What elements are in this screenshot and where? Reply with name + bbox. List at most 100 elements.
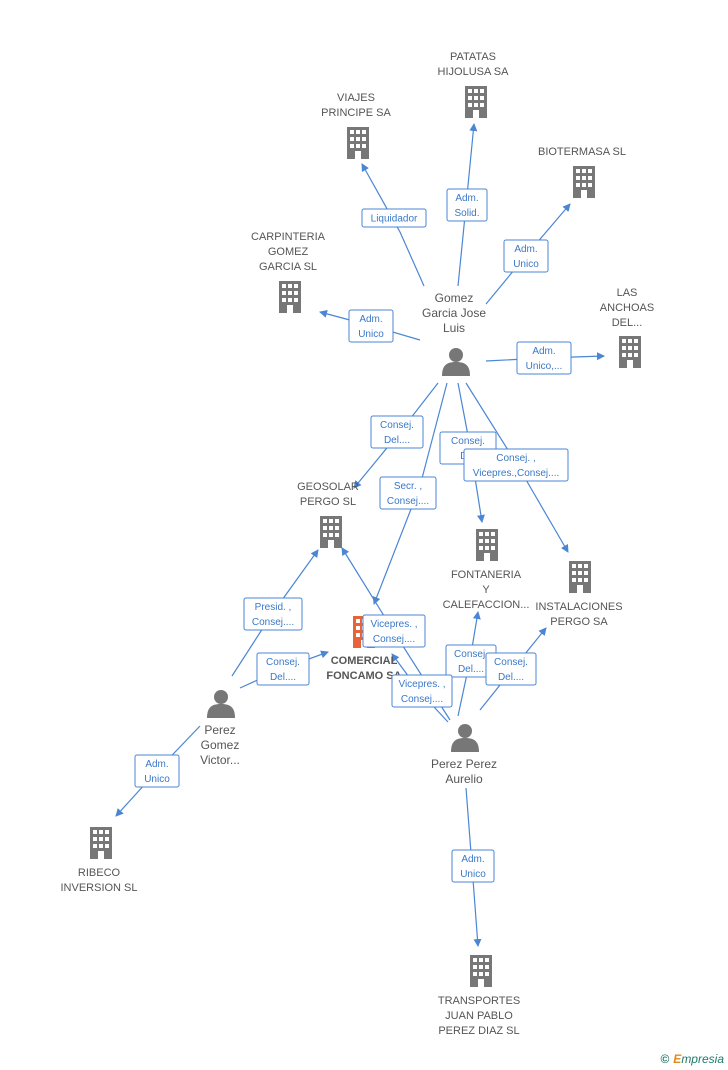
brand-watermark[interactable]: ©Empresia <box>660 1052 724 1066</box>
edge-label-text: Adm. <box>145 759 168 770</box>
node-label: Y <box>482 584 490 596</box>
edge-label-e-bio[interactable]: Adm.Unico <box>503 239 549 273</box>
node-label: PERGO SA <box>550 616 608 628</box>
edge-label-e-secr[interactable]: Secr. ,Consej.... <box>379 476 437 510</box>
nodes-layer: PATATAS HIJOLUSA SA VIAJES PRINCIPE SA BIOTE… <box>60 51 654 1037</box>
node-label: CARPINTERIA <box>251 231 326 243</box>
building-icon <box>90 827 112 859</box>
node-label: PATATAS <box>450 51 496 63</box>
brand-initial: E <box>673 1052 682 1066</box>
node-label: HIJOLUSA SA <box>438 66 510 78</box>
node-label: Victor... <box>200 753 240 767</box>
node-comercial[interactable]: COMERCIAL FONCAMO SA <box>326 616 402 682</box>
node-label: COMERCIAL <box>331 655 398 667</box>
edge-label-text: Presid. , <box>255 602 292 613</box>
node-label: PEREZ DIAZ SL <box>438 1025 519 1037</box>
person-icon <box>207 690 235 718</box>
building-icon <box>619 336 641 368</box>
building-icon <box>476 529 498 561</box>
edge-label-text: Consej.... <box>252 617 294 628</box>
node-label: CALEFACCION... <box>443 599 530 611</box>
node-viajes[interactable]: VIAJES PRINCIPE SA <box>321 92 392 159</box>
edge-label-text: Unico <box>460 869 486 880</box>
edge-label-e-ribeco[interactable]: Adm. Unico <box>134 754 180 788</box>
edge-label-e-carp[interactable]: Adm. Unico <box>348 309 394 343</box>
edge-label-text: Consej. , <box>496 453 535 464</box>
edge-label-text: Del.... <box>498 672 524 683</box>
edge-label-e-transp[interactable]: Adm. Unico <box>451 849 495 883</box>
node-label: FONCAMO SA <box>326 670 401 682</box>
edge-label-e-solid[interactable]: Adm. Solid. <box>446 188 488 222</box>
edge-label-box <box>503 239 549 273</box>
edge-label-e-com1[interactable]: Consej.Del.... <box>256 652 310 686</box>
edge-label-text: Unico,... <box>526 361 563 372</box>
edge-label-e-inst1[interactable]: Consej. ,Vicepres.,Consej.... <box>463 448 569 482</box>
edge-label-text: Adm. <box>455 193 478 204</box>
edge-label-text: Del.... <box>458 664 484 675</box>
edge-label-e-anch[interactable]: Adm. Unico,... <box>516 341 572 375</box>
edge-label-text: Adm. <box>461 854 484 865</box>
node-label: Luis <box>443 321 465 335</box>
person-icon <box>442 348 470 376</box>
edge-label-box <box>361 208 427 228</box>
edge-line-e-liquidador <box>361 163 425 287</box>
edge-label-text: Consej.... <box>401 694 443 705</box>
edge-label-e-inst2[interactable]: Consej. Del.... <box>485 652 537 686</box>
edge-label-text: Vicepres. , <box>370 619 417 630</box>
node-label: GARCIA SL <box>259 261 317 273</box>
edge-label-text: Del.... <box>270 672 296 683</box>
edge-label-text: Adm. <box>532 346 555 357</box>
edge-label-box <box>370 415 424 449</box>
node-label: VIAJES <box>337 92 375 104</box>
node-perezgomez[interactable]: PerezGomezVictor... <box>200 690 240 767</box>
edge-label-text: Unico <box>513 259 539 270</box>
node-label: Perez Perez <box>431 757 497 771</box>
node-patatas[interactable]: PATATAS HIJOLUSA SA <box>438 51 510 118</box>
node-label: FONTANERIA <box>451 569 522 581</box>
edge-label-box <box>451 849 495 883</box>
edge-label-box <box>134 754 180 788</box>
edge-label-text: Solid. <box>454 208 479 219</box>
node-label: ANCHOAS <box>600 302 654 314</box>
edge-label-box <box>243 597 303 631</box>
edge-label-text: Consej. <box>494 657 528 668</box>
edge-label-e-com2[interactable]: Vicepres. , Consej.... <box>391 674 453 708</box>
building-icon <box>320 516 342 548</box>
edge-label-text: Vicepres. , <box>398 679 445 690</box>
building-icon <box>279 281 301 313</box>
person-icon <box>451 724 479 752</box>
edge-label-text: Consej.... <box>373 634 415 645</box>
edge-label-text: Adm. <box>359 314 382 325</box>
edge-label-text: Unico <box>144 774 170 785</box>
node-fontaneria[interactable]: FONTANERIA Y CALEFACCION... <box>443 529 530 611</box>
edge-label-text: Unico <box>358 329 384 340</box>
node-label: Garcia Jose <box>422 306 486 320</box>
node-anchoas[interactable]: LASANCHOASDEL... <box>600 287 654 368</box>
building-icon <box>347 127 369 159</box>
node-label: Perez <box>204 723 235 737</box>
node-label: PRINCIPE SA <box>321 107 391 119</box>
edge-label-box <box>362 614 426 648</box>
edge-label-e-geo3[interactable]: Vicepres. , Consej.... <box>362 614 426 648</box>
edge-label-text: Liquidador <box>371 214 418 225</box>
building-icon <box>573 166 595 198</box>
node-biotermasa[interactable]: BIOTERMASA SL <box>538 146 626 198</box>
building-icon <box>569 561 591 593</box>
edge-label-text: Del.... <box>384 435 410 446</box>
edge-label-e-geo2[interactable]: Presid. , Consej.... <box>243 597 303 631</box>
edge-label-e-geo1[interactable]: Consej.Del.... <box>370 415 424 449</box>
edge-label-e-font2[interactable]: Consej.Del.... <box>445 644 497 678</box>
node-label: Gomez <box>435 291 474 305</box>
copyright-icon: © <box>660 1052 670 1066</box>
edge-label-e-liquidador[interactable]: Liquidador <box>361 208 427 228</box>
edge-label-text: Consej. <box>451 436 485 447</box>
edge-label-text: Consej.... <box>387 496 429 507</box>
